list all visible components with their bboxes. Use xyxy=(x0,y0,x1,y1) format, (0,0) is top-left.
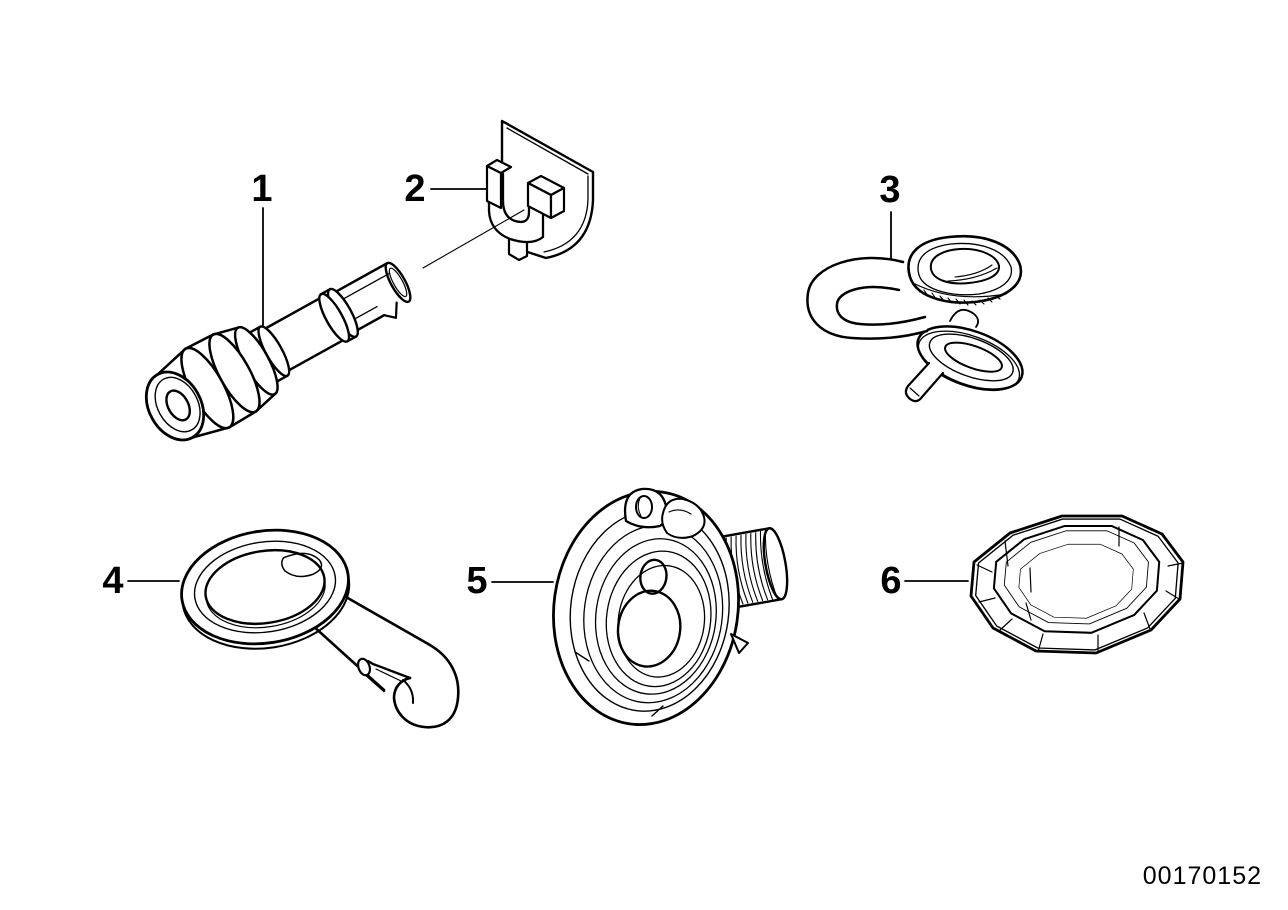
rib-texture xyxy=(915,285,1001,306)
part-4-drawing xyxy=(127,528,460,729)
part-label-6: 6 xyxy=(880,560,902,602)
part-6-drawing xyxy=(904,514,1185,655)
part-5-drawing xyxy=(491,487,789,726)
part-label-5: 5 xyxy=(466,560,488,602)
part-3-drawing xyxy=(806,211,1024,403)
part-label-1: 1 xyxy=(251,168,273,210)
part-1-insert-line xyxy=(422,209,525,269)
part-label-4: 4 xyxy=(102,560,124,602)
part-1-drawing xyxy=(144,207,412,442)
part-2-drawing xyxy=(422,119,595,269)
part-label-3: 3 xyxy=(879,169,901,211)
part-label-2: 2 xyxy=(404,168,426,210)
document-number: 00170152 xyxy=(1142,862,1262,890)
facet-lines xyxy=(976,526,1184,654)
